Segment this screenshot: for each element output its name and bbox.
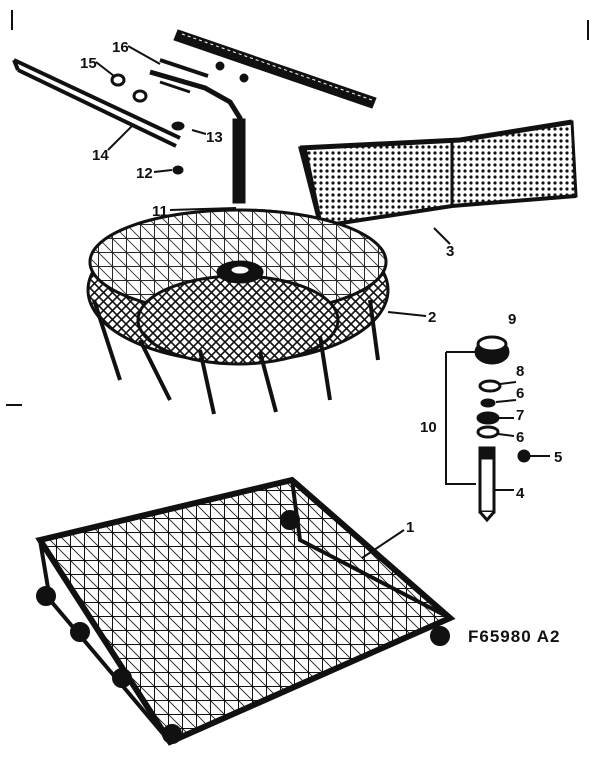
callout-16: 16 <box>112 39 129 56</box>
track-bar-drawing <box>173 29 377 109</box>
spindle-assembly-drawing <box>445 335 531 523</box>
small-hardware-drawing <box>110 61 249 175</box>
round-basket-drawing <box>86 208 390 415</box>
callout-10: 10 <box>420 419 437 436</box>
lower-rack-drawing <box>35 476 456 746</box>
callout-15: 15 <box>80 55 97 72</box>
bracket-drawing <box>149 58 246 204</box>
edge-marks <box>6 10 589 406</box>
callouts: 15 16 14 13 12 11 3 2 9 8 6 7 6 5 10 4 1 <box>80 39 562 536</box>
rail-drawing <box>12 58 181 148</box>
callout-7: 7 <box>516 407 524 424</box>
callout-14: 14 <box>92 147 109 164</box>
callout-11: 11 <box>152 203 168 220</box>
callout-12: 12 <box>136 165 153 182</box>
figure-code: F65980 A2 <box>468 627 560 646</box>
callout-1: 1 <box>406 519 414 536</box>
callout-6-upper: 6 <box>516 385 524 402</box>
callout-2: 2 <box>428 309 436 326</box>
callout-8: 8 <box>516 363 524 380</box>
callout-3: 3 <box>446 243 454 260</box>
callout-5: 5 <box>554 449 562 466</box>
cutlery-basket-drawing <box>298 119 578 228</box>
callout-6-lower: 6 <box>516 429 524 446</box>
callout-4: 4 <box>516 485 525 502</box>
callout-13: 13 <box>206 129 223 146</box>
callout-9: 9 <box>508 311 516 328</box>
leader-lines <box>95 45 550 559</box>
